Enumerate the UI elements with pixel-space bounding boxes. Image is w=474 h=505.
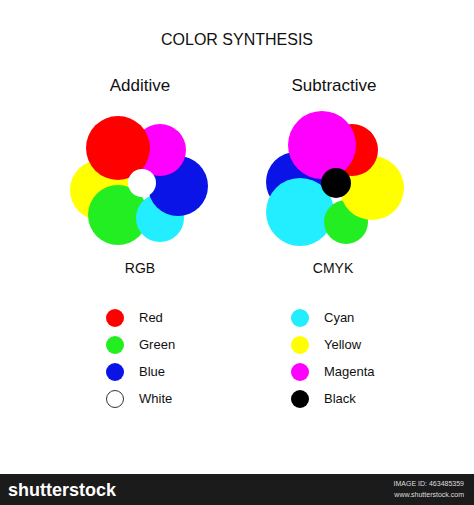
watermark: shutterstock: [8, 480, 116, 501]
section-heading: Subtractive: [291, 76, 376, 96]
title: COLOR SYNTHESIS: [161, 31, 313, 49]
legend-swatch: [291, 363, 309, 381]
legend-text: Cyan: [324, 311, 354, 326]
rgb-wheel: [70, 112, 208, 248]
section-heading: Additive: [110, 76, 170, 96]
legend-swatch: [106, 336, 124, 354]
legend-swatch: [106, 363, 124, 381]
legend-swatch: [291, 309, 309, 327]
watermark-bar: [0, 474, 474, 505]
legend-text: Yellow: [324, 338, 361, 353]
legend-text: Red: [139, 311, 163, 326]
legend-text: Green: [139, 338, 175, 353]
watermark: www.shutterstock.com: [394, 491, 464, 499]
watermark: IMAGE ID: 463485359: [394, 480, 464, 488]
cmyk-wheel: [266, 111, 404, 246]
model-label: RGB: [125, 260, 155, 276]
legend-text: White: [139, 392, 172, 407]
legend-text: Magenta: [324, 365, 375, 380]
legend-swatch: [291, 390, 309, 408]
legend-swatch: [106, 309, 124, 327]
model-label: CMYK: [313, 260, 353, 276]
legend-swatch: [291, 336, 309, 354]
legend-text: Blue: [139, 365, 165, 380]
legend-swatch: [106, 390, 124, 408]
legend-text: Black: [324, 392, 356, 407]
